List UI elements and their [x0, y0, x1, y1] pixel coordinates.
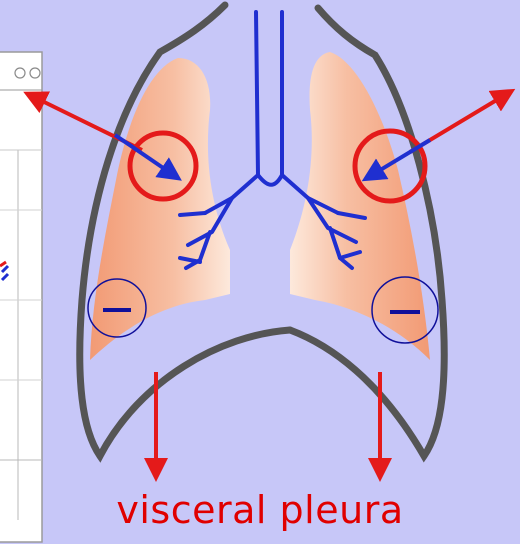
visceral-pleura-label: visceral pleura	[0, 488, 520, 532]
background-panel	[0, 52, 42, 542]
